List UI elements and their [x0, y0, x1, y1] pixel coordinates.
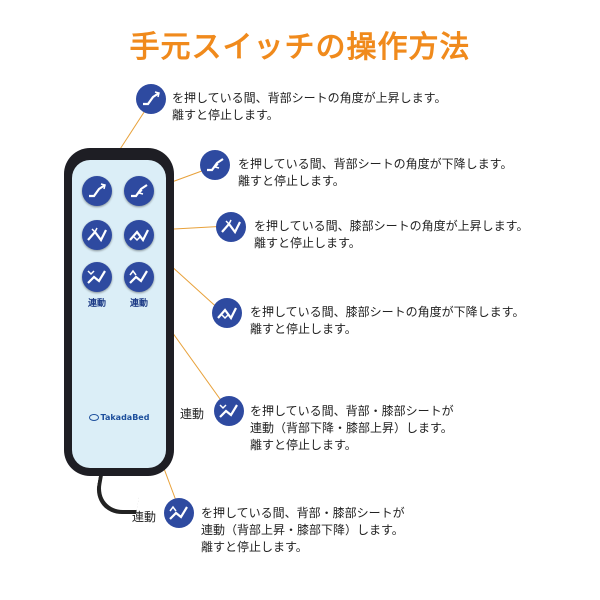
instruction-4-text: を押している間、膝部シートの角度が下降します。離すと停止します。: [250, 305, 525, 336]
linked-raise-icon: [129, 269, 148, 284]
back-lower-icon: [131, 184, 148, 198]
knee-raise-icon: [87, 227, 107, 243]
linked-lower-icon: [87, 270, 106, 284]
remote-back-lower-button[interactable]: [124, 176, 154, 206]
instruction-3-icon: [216, 212, 246, 242]
instruction-5-text: を押している間、背部・膝部シートが連動（背部下降・膝部上昇）します。離すと停止し…: [250, 404, 454, 452]
remote-face: [72, 160, 166, 468]
linked-raise-icon: [169, 505, 188, 520]
remote-knee-lower-button[interactable]: [124, 220, 154, 250]
instruction-5-icon: [214, 396, 244, 426]
instruction-4-icon: [212, 298, 242, 328]
back-lower-icon: [207, 158, 224, 172]
instruction-3-text: を押している間、膝部シートの角度が上昇します。離すと停止します。: [254, 219, 529, 250]
back-raise-icon: [89, 183, 106, 198]
page-title: 手元スイッチの操作方法: [129, 30, 471, 65]
linked-lower-icon: [219, 404, 238, 418]
instruction-1-icon: [136, 84, 166, 114]
instruction-6-text: を押している間、背部・膝部シートが連動（背部上昇・膝部下降）します。離すと停止し…: [201, 506, 405, 554]
instruction-2-icon: [200, 150, 230, 180]
back-raise-icon: [143, 91, 160, 106]
instruction-5-side-label: 連動: [180, 407, 205, 421]
instruction-6-side-label: 連動: [132, 510, 157, 524]
remote-linked-raise-label: 連動: [129, 299, 148, 309]
remote-linked-lower-label: 連動: [87, 299, 106, 309]
brand-mark-icon: [88, 414, 99, 421]
knee-lower-icon: [217, 307, 237, 321]
knee-raise-icon: [221, 219, 241, 235]
instruction-6-icon: [164, 498, 194, 528]
remote-linked-lower-button[interactable]: [82, 262, 112, 292]
brand-logo: TakadaBed: [78, 413, 160, 422]
instruction-2-text: を押している間、背部シートの角度が下降します。離すと停止します。: [238, 157, 513, 188]
remote-linked-raise-button[interactable]: [124, 262, 154, 292]
remote-back-raise-button[interactable]: [82, 176, 112, 206]
instruction-1-text: を押している間、背部シートの角度が上昇します。離すと停止します。: [172, 91, 447, 122]
remote-knee-raise-button[interactable]: [82, 220, 112, 250]
knee-lower-icon: [129, 229, 149, 243]
